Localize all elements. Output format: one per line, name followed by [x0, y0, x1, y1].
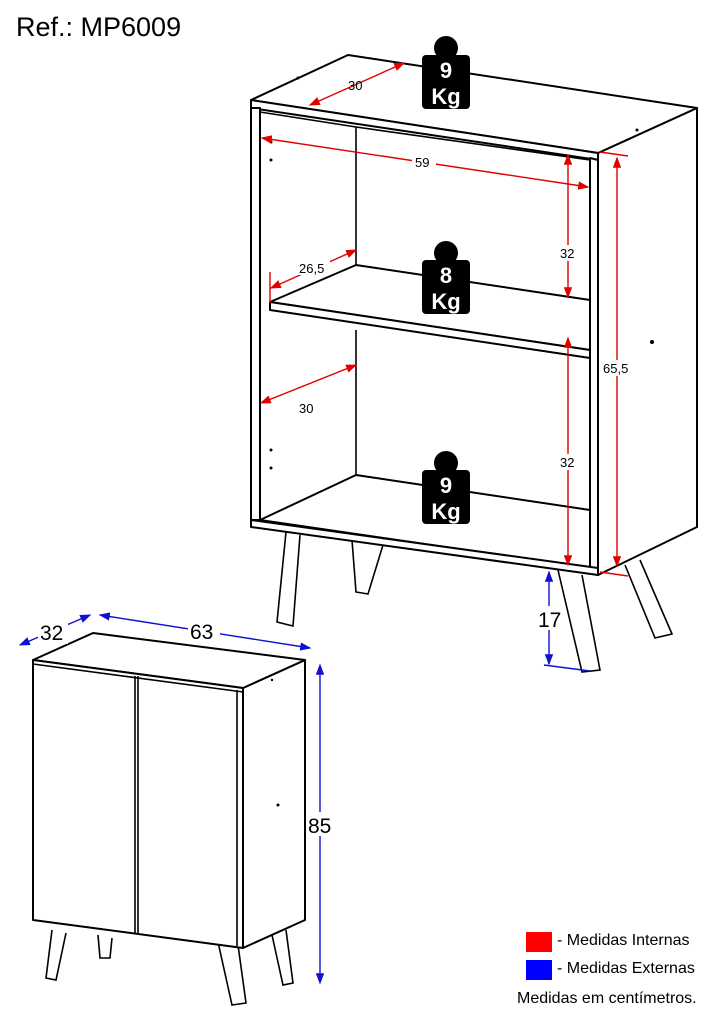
dim-leg-height: 17	[538, 609, 561, 632]
dim-top-depth: 30	[348, 78, 362, 93]
reference-title: Ref.: MP6009	[16, 12, 182, 42]
weight-icon-bottom: 9 Kg	[422, 451, 470, 524]
legend-external-label: - Medidas Externas	[557, 960, 695, 977]
dim-bottom-depth: 30	[299, 401, 313, 416]
weight-icon-top: 9 Kg	[422, 36, 470, 109]
closed-cabinet-dimensions: 32 63 85	[18, 612, 336, 985]
legend-internal-label: - Medidas Internas	[557, 932, 690, 949]
dim-shelf-depth: 26,5	[299, 261, 324, 276]
dim-inner-height: 65,5	[603, 361, 628, 376]
svg-text:Kg: Kg	[431, 84, 460, 109]
dim-upper-height: 32	[560, 246, 574, 261]
dim-lower-height: 32	[560, 455, 574, 470]
svg-text:Kg: Kg	[431, 499, 460, 524]
legend-external-swatch	[526, 960, 552, 980]
closed-cabinet-drawing	[32, 632, 306, 1006]
svg-text:9: 9	[440, 58, 452, 83]
internal-dimensions: 30 59 32 32 65,5 26,5 30	[259, 62, 634, 577]
svg-text:8: 8	[440, 263, 452, 288]
legend-internal-swatch	[526, 932, 552, 952]
leg-height-dimension: 17	[536, 570, 591, 672]
legend-units-note: Medidas em centímetros.	[517, 990, 697, 1007]
dim-width: 63	[190, 621, 213, 644]
dim-line-bottom-depth	[259, 364, 358, 404]
weight-icon-shelf: 8 Kg	[422, 241, 470, 314]
dim-depth: 32	[40, 622, 63, 645]
dim-line-top-depth	[308, 62, 406, 106]
dim-inner-width: 59	[415, 155, 429, 170]
svg-text:9: 9	[440, 473, 452, 498]
dim-height: 85	[308, 815, 331, 838]
legs	[276, 531, 674, 673]
svg-text:Kg: Kg	[431, 289, 460, 314]
